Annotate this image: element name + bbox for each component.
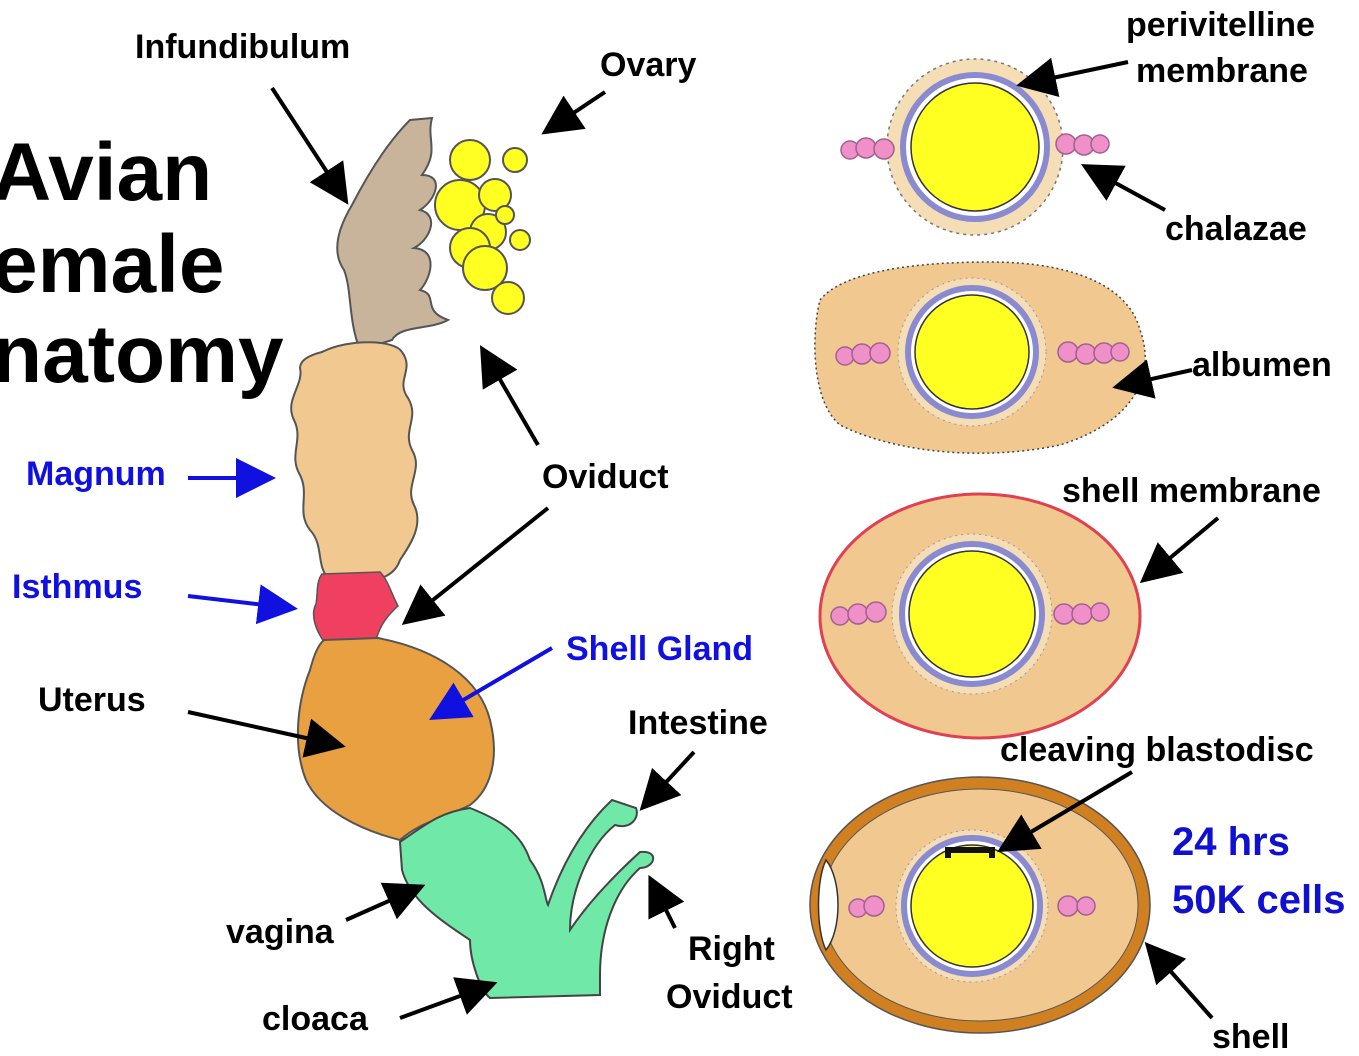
- title-line-1: Avian: [0, 132, 212, 214]
- right-oviduct-label-line-1: Right: [688, 932, 775, 966]
- shell-membrane-label: shell membrane: [1062, 474, 1321, 508]
- cleaving-blastodisc-label: cleaving blastodisc: [1000, 733, 1314, 767]
- isthmus-label: Isthmus: [12, 570, 142, 604]
- perivitelline-label-line-1: perivitelline: [1126, 8, 1315, 42]
- cloaca-label: cloaca: [262, 1002, 368, 1036]
- oviduct-label: Oviduct: [542, 460, 669, 494]
- albumen-label: albumen: [1192, 348, 1332, 382]
- right-oviduct-label-line-2: Oviduct: [666, 980, 793, 1014]
- isthmus-shape: [314, 572, 398, 642]
- egg-stage-1: [841, 59, 1109, 235]
- perivitelline-label-line-2: membrane: [1136, 54, 1308, 88]
- magnum-shape: [291, 342, 417, 580]
- timing-hours: 24 hrs: [1172, 822, 1290, 862]
- vagina-cloaca-shape: [400, 800, 653, 998]
- egg-stage-3: [820, 494, 1140, 738]
- shell-gland-label: Shell Gland: [566, 632, 753, 666]
- magnum-label: Magnum: [26, 457, 166, 491]
- infundibulum-shape: [337, 118, 448, 350]
- uterus-label: Uterus: [38, 683, 146, 717]
- shell-label: shell: [1212, 1020, 1289, 1054]
- egg-stage-4: [810, 777, 1150, 1033]
- egg-stage-2: [815, 262, 1145, 453]
- ovary-label: Ovary: [600, 48, 696, 82]
- intestine-label: Intestine: [628, 706, 768, 740]
- vagina-label: vagina: [226, 915, 334, 949]
- title-line-3: natomy: [0, 314, 284, 396]
- ovary-shape: [435, 140, 530, 314]
- title-line-2: emale: [0, 224, 225, 306]
- infundibulum-label: Infundibulum: [135, 30, 350, 64]
- chalazae-label: chalazae: [1165, 212, 1307, 246]
- timing-cells: 50K cells: [1172, 880, 1345, 920]
